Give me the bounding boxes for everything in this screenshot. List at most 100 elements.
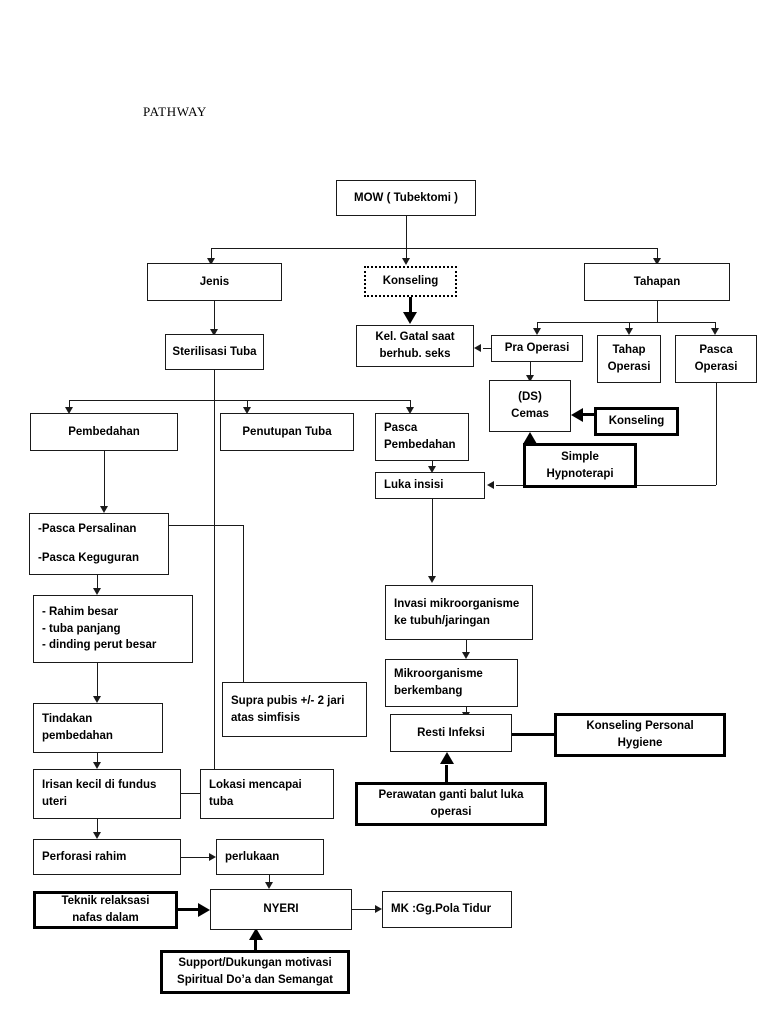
node-pembedahan: Pembedahan bbox=[30, 413, 178, 451]
connector-konseling-kelgatal bbox=[409, 297, 412, 316]
connector-bus-pembedahan bbox=[69, 400, 70, 410]
node-perawatan-line2: operasi bbox=[430, 806, 472, 818]
node-gejala-line2: - tuba panjang bbox=[42, 622, 121, 635]
node-gejala-line1: - Rahim besar bbox=[42, 605, 119, 618]
node-konseling-ds: Konseling bbox=[594, 407, 679, 436]
node-penutupan-tuba: Penutupan Tuba bbox=[220, 413, 354, 451]
node-teknik-line1: Teknik relaksasi bbox=[61, 895, 150, 908]
arrowhead-pasca-pembedahan bbox=[406, 407, 414, 414]
connector-jenis-sterilisasi bbox=[214, 301, 215, 332]
arrowhead-nyeri-from-support bbox=[249, 928, 263, 940]
connector-tahapan-bus bbox=[537, 322, 715, 323]
node-lokasi-line1: Lokasi mencapai bbox=[209, 779, 302, 792]
node-gejala-list: - Rahim besar - tuba panjang - dinding p… bbox=[33, 595, 193, 663]
connector-pra-kelgatal bbox=[483, 348, 493, 349]
node-konseling-personal-line1: Konseling Personal bbox=[586, 720, 694, 733]
arrowhead-jenis bbox=[207, 258, 215, 265]
connector-pascaoperasi-down bbox=[716, 383, 717, 485]
arrowhead-perlukaan bbox=[209, 853, 216, 861]
connector-luka-invasi bbox=[432, 499, 433, 580]
node-pasca-pembedahan: Pasca Pembedahan bbox=[375, 413, 469, 461]
node-gejala-line3: - dinding perut besar bbox=[42, 639, 157, 652]
node-invasi-line1: Invasi mikroorganisme bbox=[394, 597, 520, 610]
node-teknik-line2: nafas dalam bbox=[72, 912, 139, 924]
node-tindakan-line2: pembedahan bbox=[42, 730, 113, 742]
connector-bus-pascapembedahan bbox=[410, 400, 411, 410]
node-tahap-operasi-line1: Tahap bbox=[612, 344, 646, 357]
connector-tindakan-irisan bbox=[97, 753, 98, 766]
node-invasi-line2: ke tubuh/jaringan bbox=[394, 614, 490, 627]
node-ds-cemas-line1: (DS) bbox=[518, 391, 542, 404]
arrowhead-mikroorganisme bbox=[462, 652, 470, 659]
node-tahapan: Tahapan bbox=[584, 263, 730, 301]
connector-mow-down bbox=[406, 216, 407, 248]
arrowhead-pasca-persalinan bbox=[100, 506, 108, 513]
connector-tahapan-pasca bbox=[715, 322, 716, 331]
node-mk-pola-tidur: MK :Gg.Pola Tidur bbox=[382, 891, 512, 928]
connector-sterilisasi-down bbox=[214, 370, 215, 400]
arrowhead-gejala bbox=[93, 588, 101, 595]
arrowhead-invasi bbox=[428, 576, 436, 583]
arrowhead-ds-from-hypno bbox=[523, 432, 537, 444]
connector-konselingds-ds bbox=[583, 413, 596, 416]
arrowhead-konseling-top bbox=[402, 258, 410, 265]
arrowhead-nyeri-from-teknik bbox=[198, 903, 210, 917]
node-simple-hypnoterapi-line1: Simple bbox=[561, 450, 599, 463]
connector-persalinan-down bbox=[243, 525, 244, 682]
node-tindakan-line1: Tindakan bbox=[42, 713, 93, 726]
node-pasca-keguguran: -Pasca Keguguran bbox=[38, 552, 139, 564]
arrowhead-perforasi bbox=[93, 832, 101, 839]
connector-invasi-mikro bbox=[466, 640, 467, 656]
node-mikroorganisme-line1: Mikroorganisme bbox=[394, 668, 483, 681]
arrowhead-sterilisasi bbox=[210, 329, 218, 336]
arrowhead-ds-from-konseling bbox=[571, 408, 583, 422]
node-perawatan-line1: Perawatan ganti balut luka bbox=[378, 789, 524, 802]
node-irisan-line1: Irisan kecil di fundus bbox=[42, 779, 157, 792]
node-pra-operasi: Pra Operasi bbox=[491, 335, 583, 362]
node-nyeri: NYERI bbox=[210, 889, 352, 930]
connector-pembedahan-down bbox=[104, 451, 105, 510]
node-support-line1: Support/Dukungan motivasi bbox=[178, 957, 332, 970]
node-supra-pubis-line2: atas simfisis bbox=[231, 711, 301, 724]
node-supra-pubis: Supra pubis +/- 2 jari atas simfisis bbox=[222, 682, 367, 737]
arrowhead-nyeri-top bbox=[265, 882, 273, 889]
arrowhead-pasca-operasi bbox=[711, 328, 719, 335]
node-support-line2: Spiritual Do’a dan Semangat bbox=[177, 974, 333, 986]
node-simple-hypnoterapi: Simple Hypnoterapi bbox=[523, 443, 637, 488]
connector-tahapan-tahap bbox=[629, 322, 630, 331]
connector-sterilisasi-bus bbox=[69, 400, 410, 401]
connector-hygiene-resti bbox=[512, 733, 554, 736]
node-sterilisasi-tuba: Sterilisasi Tuba bbox=[165, 334, 264, 370]
connector-tahapan-down bbox=[657, 301, 658, 322]
arrowhead-pra-operasi bbox=[533, 328, 541, 335]
page-title: PATHWAY bbox=[143, 104, 207, 119]
node-resti-infeksi: Resti Infeksi bbox=[390, 714, 512, 752]
node-tindakan-pembedahan: Tindakan pembedahan bbox=[33, 703, 163, 753]
node-mikroorganisme-berkembang: Mikroorganisme berkembang bbox=[385, 659, 518, 707]
connector-mow-to-konseling bbox=[406, 248, 407, 262]
arrowhead-kelgatal-left bbox=[474, 344, 481, 352]
node-pasca-operasi-line1: Pasca bbox=[699, 344, 733, 357]
connector-gejala-tindakan bbox=[97, 663, 98, 700]
arrowhead-lukainsisi-right bbox=[487, 481, 494, 489]
node-pasca-persalinan: -Pasca Persalinan bbox=[38, 523, 137, 536]
connector-perawatan-resti bbox=[445, 765, 448, 783]
node-perlukaan: perlukaan bbox=[216, 839, 324, 875]
node-pasca-operasi: Pasca Operasi bbox=[675, 335, 757, 383]
connector-persalinan-gejala bbox=[97, 575, 98, 592]
node-perawatan-ganti-balut: Perawatan ganti balut luka operasi bbox=[355, 782, 547, 826]
arrowhead-tahapan bbox=[653, 258, 661, 265]
node-mikroorganisme-line2: berkembang bbox=[394, 685, 463, 697]
node-ds-cemas: (DS) Cemas bbox=[489, 380, 571, 432]
connector-irisan-lokasi bbox=[181, 793, 201, 794]
node-lokasi-mencapai-tuba: Lokasi mencapai tuba bbox=[200, 769, 334, 819]
arrowhead-pembedahan bbox=[65, 407, 73, 414]
node-supra-pubis-line1: Supra pubis +/- 2 jari bbox=[231, 694, 345, 707]
node-support-dukungan: Support/Dukungan motivasi Spiritual Do’a… bbox=[160, 950, 350, 994]
node-kel-gatal: Kel. Gatal saat berhub. seks bbox=[356, 325, 474, 367]
arrowhead-luka-insisi bbox=[428, 466, 436, 473]
node-teknik-relaksasi: Teknik relaksasi nafas dalam bbox=[33, 891, 178, 929]
arrowhead-tahap-operasi bbox=[625, 328, 633, 335]
node-irisan-line2: uteri bbox=[42, 796, 67, 808]
